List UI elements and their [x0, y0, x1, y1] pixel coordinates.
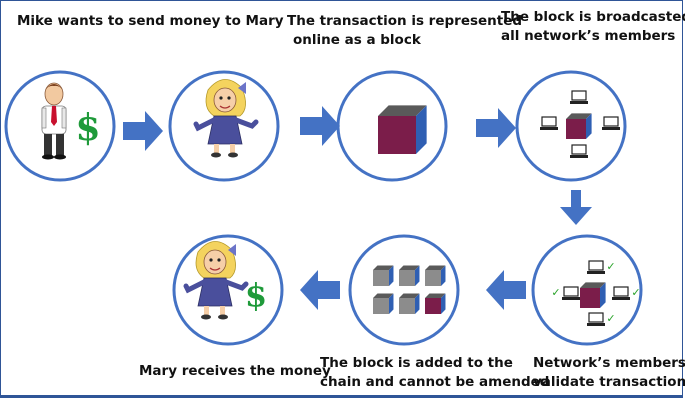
computer-icon-right: [611, 286, 631, 301]
chain-block-icon: [373, 265, 394, 286]
check-icon: ✓: [606, 260, 615, 273]
chain-block-icon: [373, 293, 394, 314]
computer-icon-right: [601, 116, 621, 131]
transaction-block-icon: [378, 105, 427, 154]
step-chain-circle: [348, 234, 460, 346]
chain-block-icon: [399, 265, 420, 286]
label-validate: Network’s members validate transaction: [533, 355, 685, 390]
label-mary-receives: Mary receives the money: [139, 363, 331, 379]
dollar-icon: $: [75, 107, 100, 149]
label-mike-sends: Mike wants to send money to Mary: [17, 13, 284, 29]
arrow-mike-to-mary: [123, 111, 163, 151]
check-icon: ✓: [631, 286, 640, 299]
validate-block-icon: [580, 282, 606, 308]
chain-block-icon: [425, 265, 446, 286]
label-chain: The block is added to the chain and cann…: [320, 355, 550, 390]
chain-block-icon: [399, 293, 420, 314]
dollar-icon: $: [245, 276, 267, 314]
check-icon: ✓: [551, 286, 560, 299]
computer-icon-top: [586, 260, 606, 275]
computer-icon-left: [561, 286, 581, 301]
new-block-icon: [425, 293, 446, 314]
computer-icon-left: [539, 116, 559, 131]
label-broadcast: The block is broadcasted to all network’…: [501, 9, 685, 44]
arrow-to-broadcast: [476, 108, 516, 148]
computer-icon-bottom: [569, 144, 589, 159]
computer-icon-bottom: [586, 312, 606, 327]
arrow-to-block: [300, 106, 340, 146]
check-icon: ✓: [606, 312, 615, 325]
label-transaction-block: The transaction is represented online as…: [287, 13, 523, 48]
arrow-down-to-validate: [560, 190, 592, 225]
arrow-to-received: [300, 270, 340, 310]
computer-icon-top: [569, 90, 589, 105]
arrow-to-chain: [486, 270, 526, 310]
broadcast-block-icon: [566, 113, 592, 139]
